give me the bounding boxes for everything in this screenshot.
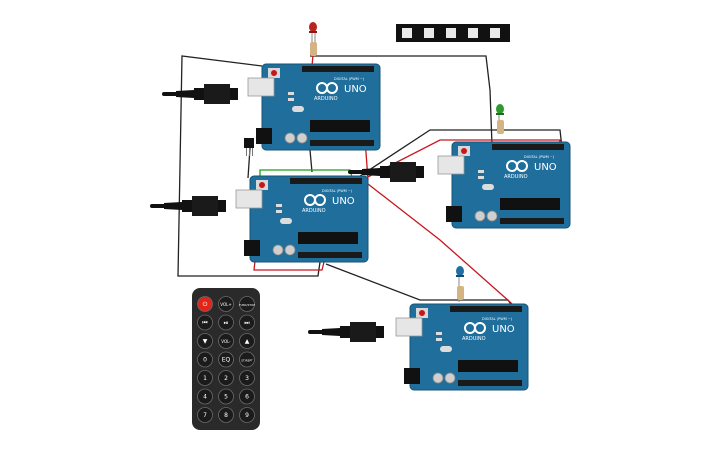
- remote-button-16[interactable]: 4: [197, 388, 213, 405]
- remote-button-label: 9: [245, 412, 249, 419]
- remote-button-2[interactable]: VOL+: [218, 296, 234, 312]
- remote-button-label: ⏭: [244, 320, 250, 327]
- remote-button-3[interactable]: FUNC/STOP: [239, 296, 255, 312]
- neopixel-led-1: [402, 28, 412, 38]
- remote-button-14[interactable]: 2: [218, 370, 234, 386]
- board-logo: ARDUINO: [462, 336, 486, 342]
- remote-button-19[interactable]: 7: [197, 407, 213, 423]
- remote-button-label: 5: [224, 394, 228, 401]
- ir-remote[interactable]: ⏻ VOL+ FUNC/STOP ⏮ ⏯ ⏭ ▼ VOL- ▲ 0 EQ ST/REPT 1 2 3 4 5 6 7…: [192, 288, 260, 430]
- board-model: UNO: [492, 324, 515, 335]
- remote-button-label: 2: [224, 375, 228, 382]
- remote-button-4[interactable]: ⏮: [197, 314, 213, 331]
- remote-button-label: VOL-: [221, 339, 231, 344]
- remote-button-7[interactable]: ▼: [197, 333, 213, 349]
- arduino-board-3[interactable]: ARDUINO UNO DIGITAL (PWM ~): [437, 141, 571, 229]
- remote-button-label: ST/REPT: [241, 359, 253, 363]
- remote-button-label: ⏻: [203, 301, 208, 308]
- neopixel-led-5: [490, 28, 500, 38]
- board-digital-label: DIGITAL (PWM ~): [482, 317, 513, 321]
- remote-button-21[interactable]: 9: [239, 407, 255, 423]
- arduino-board-2[interactable]: ARDUINO UNO DIGITAL (PWM ~): [235, 175, 369, 263]
- remote-button-label: ⏯: [224, 320, 229, 327]
- ir-receiver[interactable]: [244, 138, 254, 156]
- usb-cable-4[interactable]: [308, 322, 384, 342]
- wire-black-board2-board4[interactable]: [325, 263, 513, 307]
- remote-button-11[interactable]: EQ: [218, 351, 234, 368]
- remote-button-label: 4: [203, 394, 207, 401]
- remote-button-15[interactable]: 3: [239, 370, 255, 386]
- board-model: UNO: [332, 196, 355, 207]
- remote-button-18[interactable]: 6: [239, 388, 255, 405]
- remote-button-label: 6: [245, 394, 249, 401]
- resistor-blue-led[interactable]: [457, 286, 464, 300]
- remote-button-label: 3: [245, 375, 249, 382]
- remote-button-12[interactable]: ST/REPT: [239, 351, 255, 368]
- board-logo: ARDUINO: [302, 208, 326, 214]
- usb-cable-2[interactable]: [150, 196, 226, 216]
- remote-button-label: ▲: [245, 338, 250, 345]
- board-model: UNO: [344, 84, 367, 95]
- remote-button-label: EQ: [222, 357, 231, 364]
- neopixel-strip[interactable]: [396, 24, 510, 42]
- remote-button-label: 0: [203, 357, 207, 364]
- usb-cable-1[interactable]: [162, 84, 238, 104]
- led-red[interactable]: [309, 22, 317, 56]
- remote-button-6[interactable]: ⏭: [239, 314, 255, 331]
- remote-button-label: FUNC/STOP: [239, 303, 255, 307]
- arduino-board-1[interactable]: ARDUINO UNO DIGITAL (PWM ~): [247, 63, 381, 151]
- remote-button-label: ⏮: [202, 320, 208, 327]
- board-model: UNO: [534, 162, 557, 173]
- wire-black-board2-board3[interactable]: [359, 129, 563, 177]
- resistor-red-led[interactable]: [310, 42, 317, 56]
- remote-button-label: 1: [203, 375, 207, 382]
- board-digital-label: DIGITAL (PWM ~): [334, 77, 365, 81]
- board-logo: ARDUINO: [504, 174, 528, 180]
- remote-button-10[interactable]: 0: [197, 351, 213, 368]
- board-digital-label: DIGITAL (PWM ~): [322, 189, 353, 193]
- neopixel-led-3: [446, 28, 456, 38]
- wire-black-loop-left[interactable]: [177, 55, 321, 277]
- remote-button-20[interactable]: 8: [218, 407, 234, 423]
- board-logo: ARDUINO: [314, 96, 338, 102]
- remote-button-8[interactable]: VOL-: [218, 333, 234, 349]
- led-green[interactable]: [496, 104, 504, 134]
- remote-button-label: ▼: [203, 338, 208, 345]
- wire-black-top-long[interactable]: [310, 55, 493, 146]
- remote-button-5[interactable]: ⏯: [218, 314, 234, 331]
- led-blue[interactable]: [456, 266, 464, 302]
- neopixel-led-4: [468, 28, 478, 38]
- remote-button-13[interactable]: 1: [197, 370, 213, 386]
- remote-button-label: 7: [203, 412, 207, 419]
- remote-button-label: VOL+: [220, 302, 231, 307]
- remote-button-17[interactable]: 5: [218, 388, 234, 405]
- remote-button-1[interactable]: ⏻: [197, 296, 213, 312]
- remote-button-9[interactable]: ▲: [239, 333, 255, 349]
- board-digital-label: DIGITAL (PWM ~): [524, 155, 555, 159]
- neopixel-led-2: [424, 28, 434, 38]
- remote-button-label: 8: [224, 412, 228, 419]
- arduino-board-4[interactable]: ARDUINO UNO DIGITAL (PWM ~): [395, 303, 529, 391]
- resistor-green-led[interactable]: [497, 120, 504, 134]
